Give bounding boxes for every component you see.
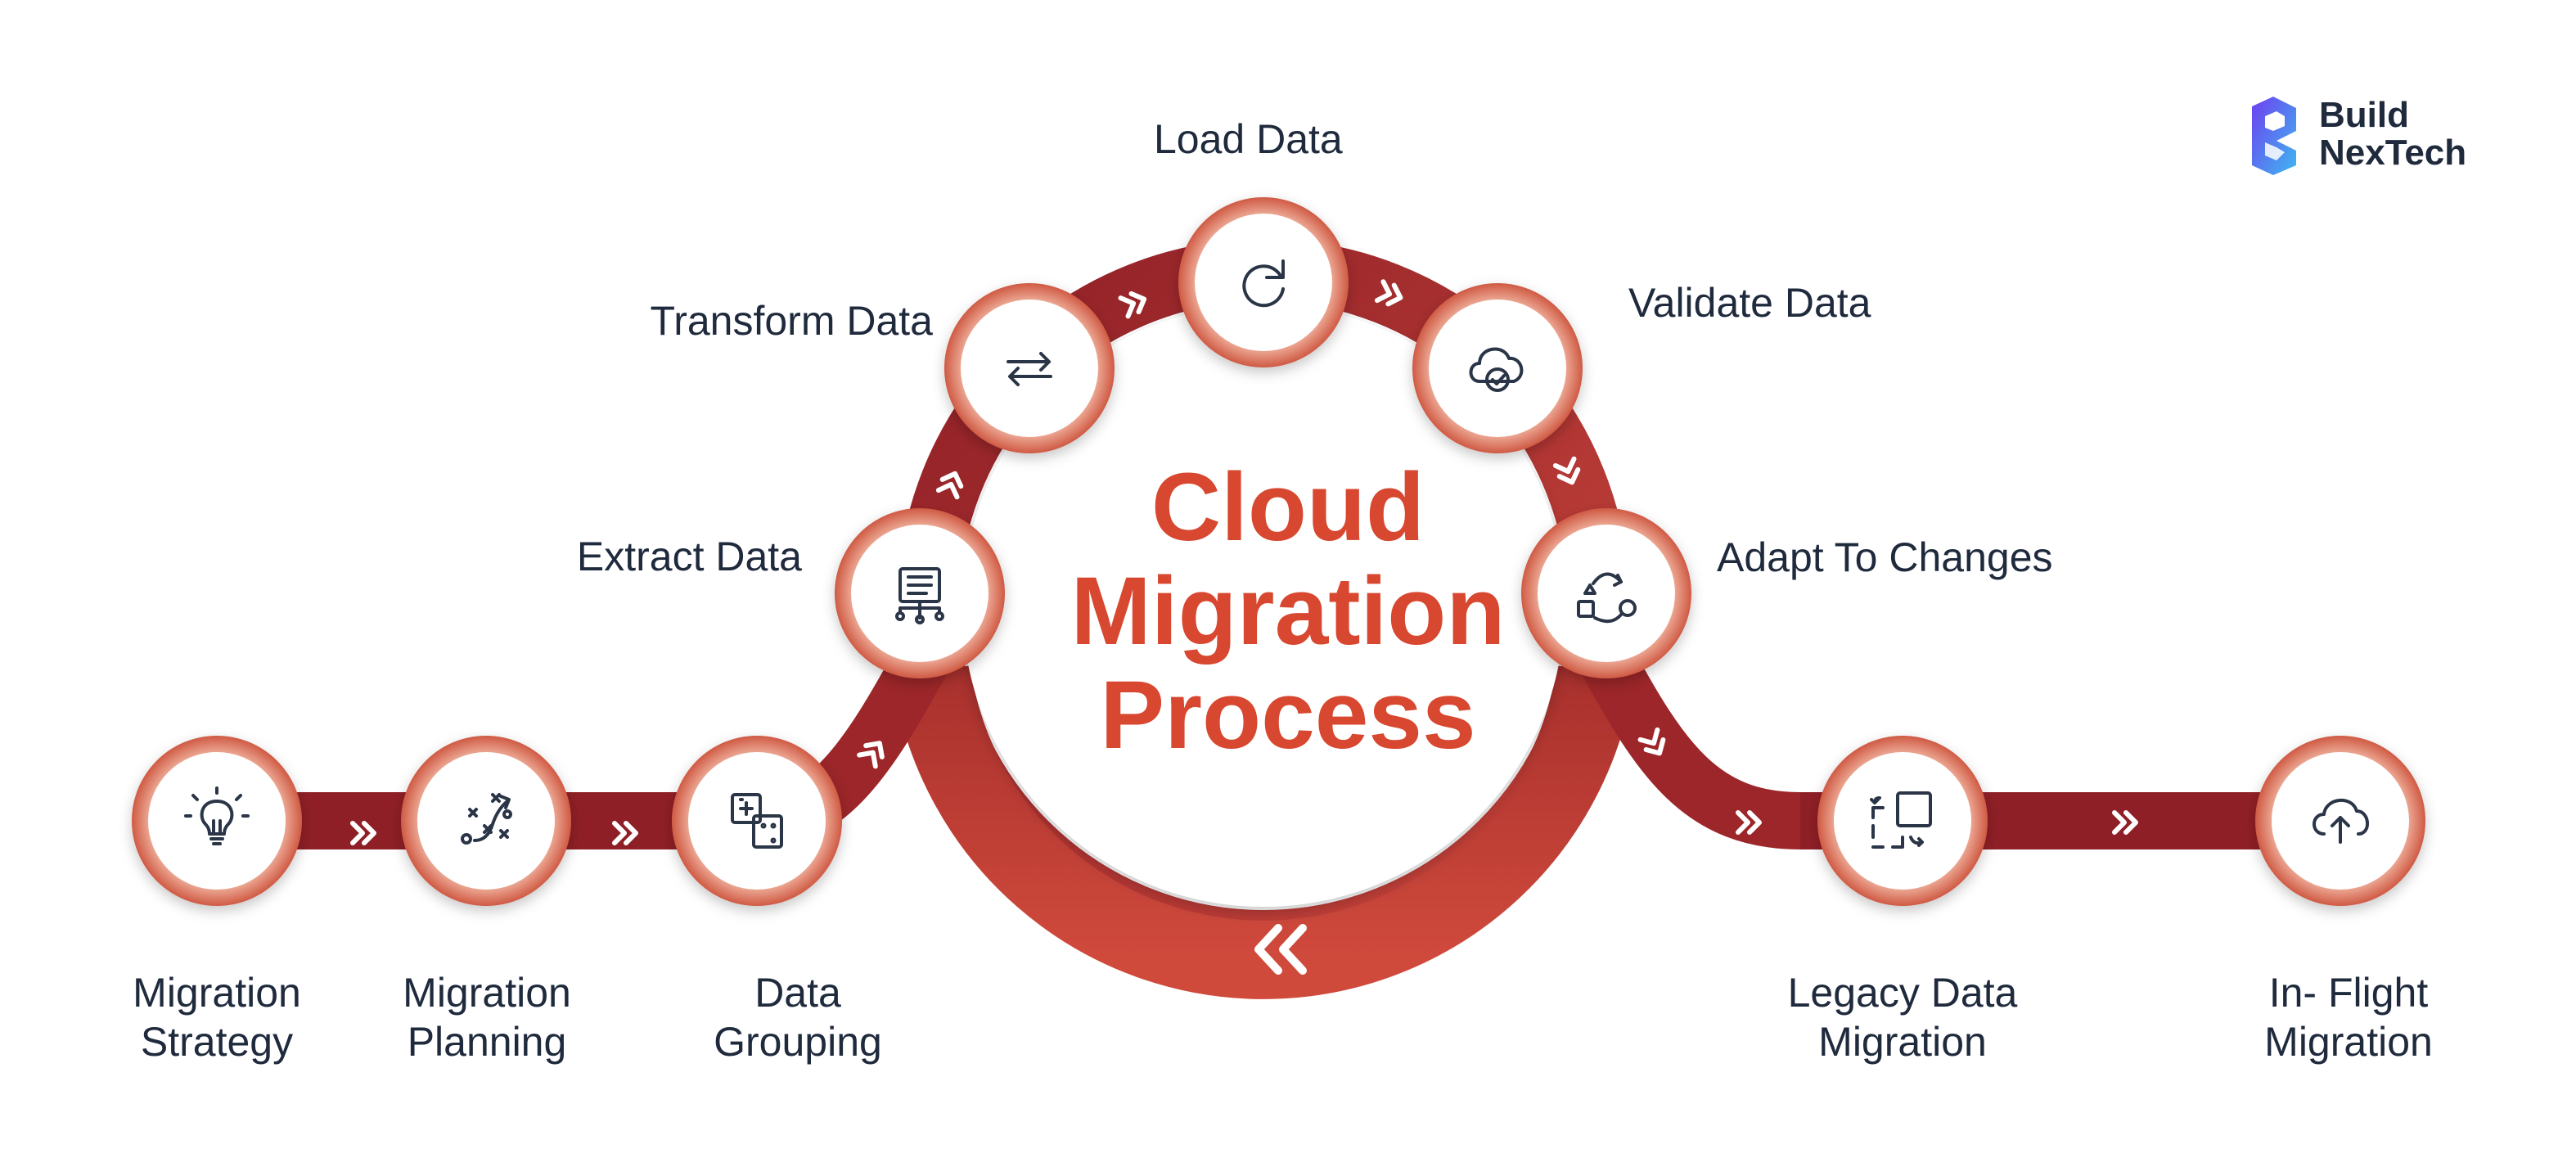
node-migration-strategy	[132, 736, 302, 906]
brand-logo: Build NexTech	[2244, 92, 2489, 182]
chevron-down-icon	[1552, 456, 1581, 485]
diagram-title-line-1: Cloud	[1151, 453, 1425, 561]
node-load-data	[1178, 197, 1349, 367]
chevron-left-icon	[1254, 924, 1307, 975]
diagram-title-line-3: Process	[1100, 661, 1476, 769]
label-data-grouping-line-2: Grouping	[714, 1019, 882, 1065]
chevron-right-icon	[1374, 279, 1403, 307]
label-legacy-data-migration-line-1: Legacy Data	[1787, 970, 2018, 1016]
node-legacy-data-migration	[1817, 736, 1988, 906]
cloud-upload-icon	[2313, 798, 2369, 844]
center-disc	[962, 304, 1565, 907]
label-validate-data: Validate Data	[1628, 280, 1871, 326]
strategy-plan-icon	[461, 793, 512, 845]
label-migration-strategy-line-1: Migration	[133, 970, 301, 1016]
chevron-up-right-icon	[935, 471, 964, 500]
chevron-right-icon	[612, 821, 638, 845]
label-migration-planning-line-1: Migration	[403, 970, 571, 1016]
logo-text-line-2: NexTech	[2319, 133, 2467, 173]
label-data-grouping-line-1: Data	[754, 970, 841, 1016]
node-validate-data	[1412, 283, 1583, 453]
diagram-title-line-2: Migration	[1070, 557, 1506, 665]
chevron-right-icon	[2112, 810, 2138, 835]
adapt-cycle-icon	[1577, 572, 1637, 624]
reload-icon	[1242, 259, 1285, 308]
transform-arrows-icon	[1007, 352, 1052, 386]
label-in-flight-migration-line-1: In- Flight	[2268, 970, 2429, 1016]
chevron-right-icon	[1736, 810, 1762, 835]
node-migration-planning	[401, 736, 571, 906]
cloud-check-icon	[1469, 347, 1524, 392]
extract-data-icon	[895, 567, 944, 624]
data-grouping-icon	[731, 793, 783, 849]
label-adapt-to-changes: Adapt To Changes	[1717, 534, 2053, 580]
node-data-grouping	[672, 736, 842, 906]
node-extract-data	[835, 508, 1005, 678]
logo-mark-icon	[2252, 97, 2296, 175]
node-in-flight-migration	[2255, 736, 2425, 906]
chevron-right-icon	[1118, 291, 1147, 319]
node-adapt-to-changes	[1521, 508, 1691, 678]
chevron-up-right-icon	[857, 741, 885, 769]
legacy-migration-icon	[1870, 791, 1932, 849]
label-migration-strategy-line-2: Strategy	[140, 1019, 294, 1065]
lightbulb-icon	[184, 786, 250, 845]
logo-text-line-1: Build	[2319, 95, 2409, 135]
label-in-flight-migration-line-2: Migration	[2264, 1019, 2433, 1065]
node-transform-data	[944, 283, 1115, 453]
label-load-data: Load Data	[1154, 116, 1343, 162]
label-migration-planning-line-2: Planning	[407, 1019, 567, 1065]
label-legacy-data-migration-line-2: Migration	[1818, 1019, 1987, 1065]
chevron-right-icon	[350, 821, 376, 845]
chevron-down-icon	[1637, 727, 1666, 756]
label-extract-data: Extract Data	[576, 534, 802, 579]
right-connector-track	[1578, 641, 1801, 849]
label-transform-data: Transform Data	[650, 298, 933, 344]
